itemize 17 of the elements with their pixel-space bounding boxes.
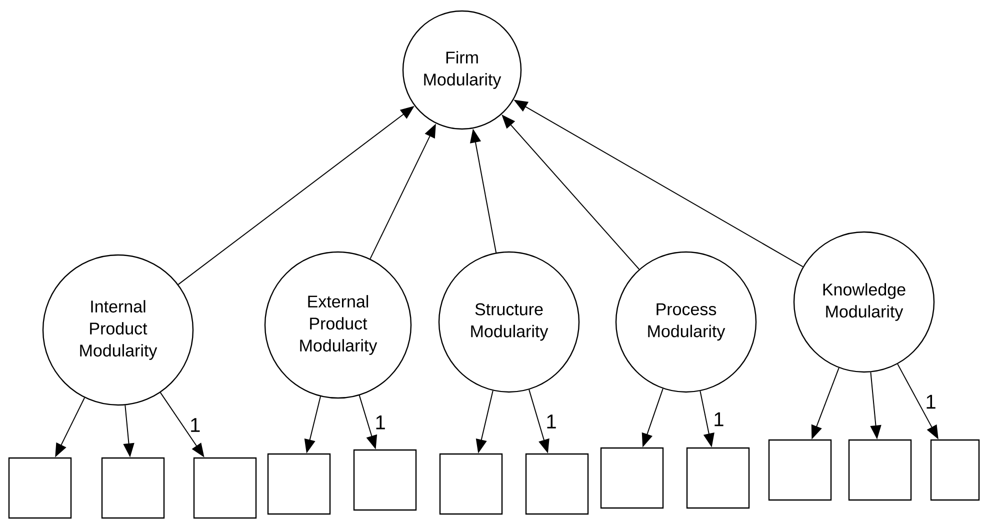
indicator-box: [686, 447, 750, 509]
edge-label: 1: [374, 414, 387, 430]
edge-label: 1: [188, 417, 202, 433]
edge-label: 1: [544, 414, 558, 430]
edge-label: 1: [924, 394, 938, 410]
indicator-box: [768, 439, 832, 501]
indicator-box: [8, 457, 72, 519]
indicator-box: [848, 439, 912, 501]
indicator-box: [353, 449, 417, 511]
indicator-box: [439, 453, 503, 515]
indicator-box: [267, 453, 331, 515]
indicator-box: [930, 439, 980, 501]
indicator-box: [101, 457, 165, 519]
indicator-box: [600, 447, 664, 509]
indicator-box: [193, 457, 257, 519]
edge-label: 1: [712, 411, 726, 428]
indicator-box: [525, 453, 589, 515]
